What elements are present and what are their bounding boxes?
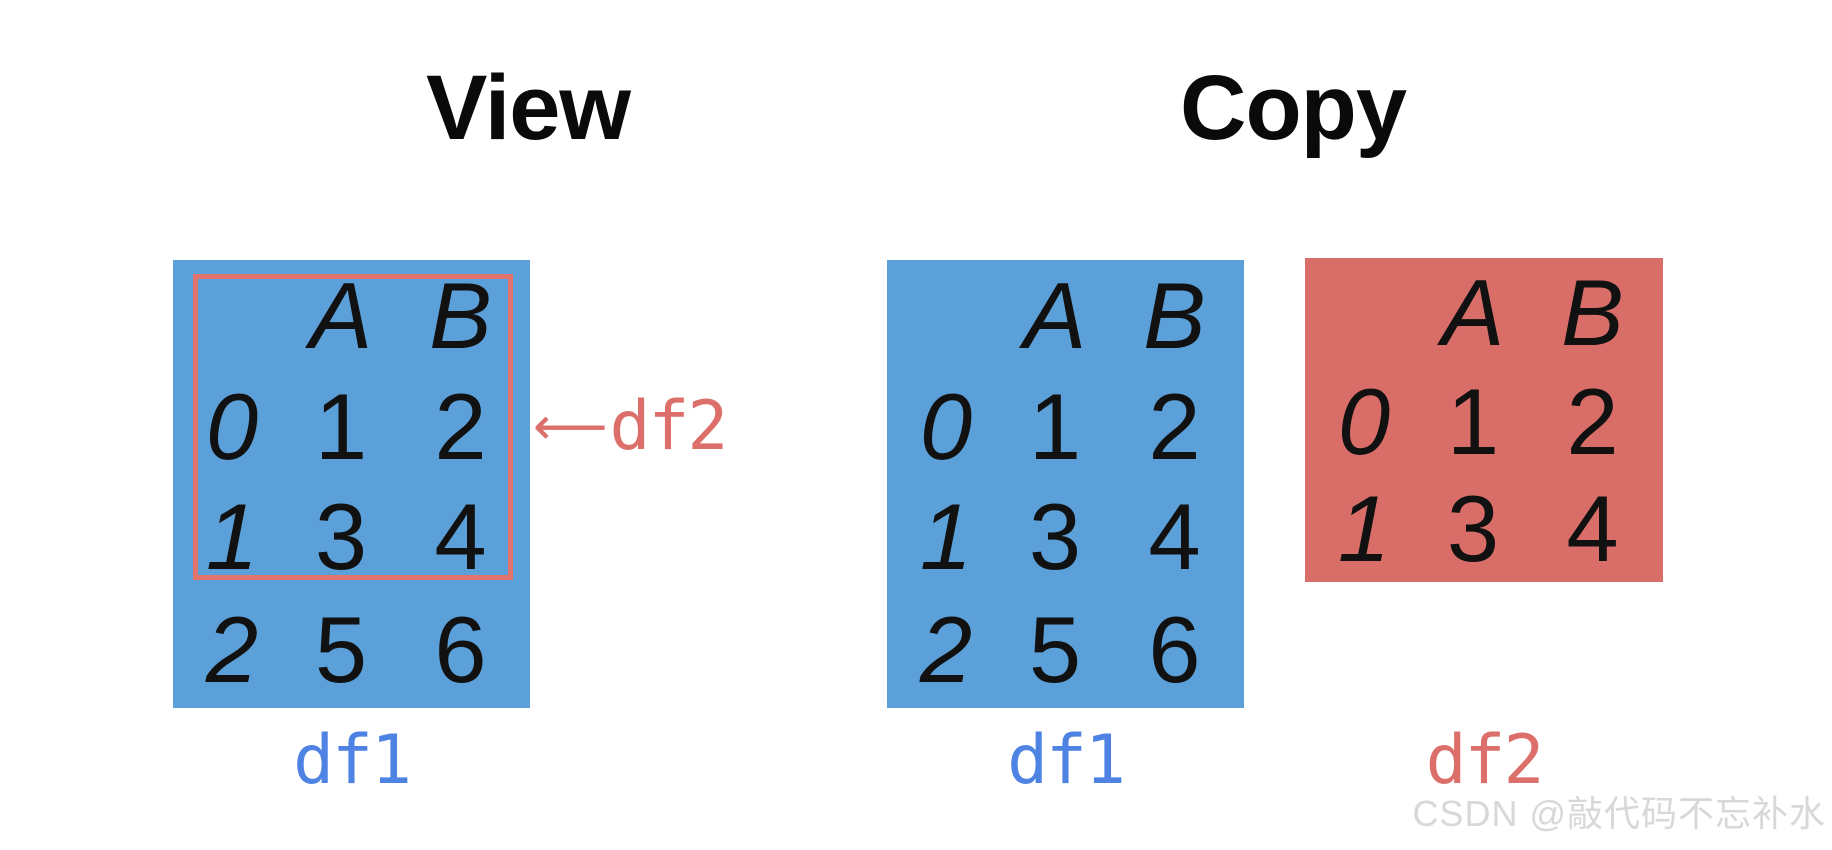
row-index: 0 [1337,368,1391,474]
df2-annotation-text: df2 [609,387,729,466]
copy-df2-label: df2 [1425,721,1545,800]
copy-df2-table: A B 0 1 2 1 3 4 [1305,258,1663,582]
cell-value: 5 [1028,597,1082,702]
cell-value: 1 [1446,368,1500,474]
cell-value: 2 [434,374,487,479]
cell-value: 4 [1148,484,1201,589]
view-selection-outline [193,274,513,580]
watermark: CSDN @敲代码不忘补水 [1412,793,1826,834]
col-header-b: B [429,263,492,368]
cell-value: 3 [1028,484,1082,589]
cell-value: 5 [314,597,368,702]
cell-value: 4 [434,484,487,589]
cell-value: 1 [1028,374,1082,479]
row-index: 1 [1337,475,1391,581]
view-section-title: View [426,57,631,159]
df2-view-annotation: ⟵df2 [533,387,729,466]
row-index: 0 [919,374,973,479]
cell-value: 3 [1446,475,1500,581]
row-index: 2 [919,597,973,702]
col-header-a: A [1441,260,1505,365]
row-index: 0 [205,374,259,479]
copy-df1-table: A B 0 1 2 1 3 4 2 5 6 [887,260,1244,708]
row-index: 1 [919,484,973,589]
col-header-a: A [1023,263,1087,368]
row-index: 2 [205,597,259,702]
cell-value: 2 [1148,374,1201,479]
copy-df1-label: df1 [1007,721,1126,800]
cell-value: 1 [314,374,368,479]
col-header-b: B [1143,263,1206,368]
cell-value: 3 [314,484,368,589]
copy-section-title: Copy [1180,57,1407,159]
col-header-a: A [309,263,373,368]
left-arrow-icon: ⟵ [533,397,608,457]
cell-value: 6 [434,597,487,702]
cell-value: 2 [1566,368,1619,474]
corner-cell [1305,258,1423,368]
col-header-b: B [1561,260,1624,365]
view-df1-table: A B 0 1 2 1 3 4 2 5 6 [173,260,530,708]
row-index: 1 [205,484,259,589]
corner-cell [887,260,1005,372]
cell-value: 4 [1566,475,1619,581]
view-df1-label: df1 [293,721,412,800]
cell-value: 6 [1148,597,1201,702]
